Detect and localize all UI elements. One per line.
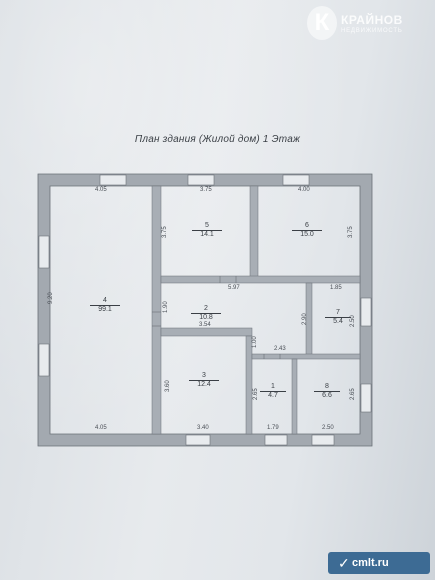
dim-room8-height: 2.65: [350, 388, 356, 400]
room-6: 6 15.0: [292, 222, 322, 239]
plan-title: План здания (Жилой дом) 1 Этаж: [134, 134, 301, 145]
room-area: 14.1: [192, 230, 222, 239]
room-area: 99.1: [90, 305, 120, 314]
room-number: 3: [202, 372, 206, 379]
dim-top-room6: 4.00: [298, 187, 310, 193]
dim-corridor-width: 5.97: [228, 285, 240, 291]
dim-room6-height: 3.75: [348, 226, 354, 238]
room-number: 4: [103, 297, 107, 304]
room-1: 1 4.7: [260, 383, 286, 400]
room-number: 7: [336, 309, 340, 316]
watermark-name: КРАЙНОВ: [341, 13, 403, 27]
interior-walls: [151, 185, 361, 435]
dim-door-height: 1.00: [252, 336, 258, 348]
doors: [152, 276, 281, 359]
room-number: 5: [205, 222, 209, 229]
room-8: 8 6.6: [314, 383, 340, 400]
dim-bottom-room1: 1.79: [267, 425, 279, 431]
dim-room7-height: 2.90: [302, 313, 308, 325]
dim-top-left: 4.05: [95, 187, 107, 193]
dim-hall-width: 2.43: [274, 346, 286, 352]
dim-room3-height: 3.60: [165, 380, 171, 392]
dim-bottom-room8: 2.50: [322, 425, 334, 431]
dim-bottom-left: 4.05: [95, 425, 107, 431]
site-badge[interactable]: ✓ cmlt.ru: [328, 552, 430, 574]
room-area: 12.4: [189, 380, 219, 389]
room-area: 4.7: [260, 391, 286, 400]
dim-room1-height: 2.65: [253, 388, 259, 400]
watermark-subtitle: НЕДВИЖИМОСТЬ: [341, 28, 403, 34]
room-7: 7 5.4: [325, 309, 351, 326]
dim-top-room5: 3.75: [200, 187, 212, 193]
room-number: 8: [325, 383, 329, 390]
room-area: 6.6: [314, 391, 340, 400]
dim-left-room4: 9.20: [48, 292, 54, 304]
room-area: 10.8: [191, 313, 221, 322]
room-5: 5 14.1: [192, 222, 222, 239]
room-number: 1: [271, 383, 275, 390]
room-4: 4 99.1: [90, 297, 120, 314]
dim-right-wall: 2.50: [350, 315, 356, 327]
room-2: 2 10.8: [191, 305, 221, 322]
room-number: 2: [204, 305, 208, 312]
dim-corridor-height: 1.90: [163, 301, 169, 313]
site-badge-text: cmlt.ru: [352, 557, 389, 569]
dim-corridor-lower: 3.54: [199, 322, 211, 328]
check-icon: ✓: [338, 555, 350, 571]
dim-room5-height: 3.75: [162, 226, 168, 238]
windows: [38, 174, 372, 446]
room-area: 15.0: [292, 230, 322, 239]
watermark: К КРАЙНОВ НЕДВИЖИМОСТЬ: [307, 6, 427, 44]
room-3: 3 12.4: [189, 372, 219, 389]
room-area: 5.4: [325, 317, 351, 326]
room-number: 6: [305, 222, 309, 229]
dim-bottom-room3: 3.40: [197, 425, 209, 431]
watermark-logo-icon: К: [307, 6, 337, 40]
dim-corridor-right: 1.85: [330, 285, 342, 291]
